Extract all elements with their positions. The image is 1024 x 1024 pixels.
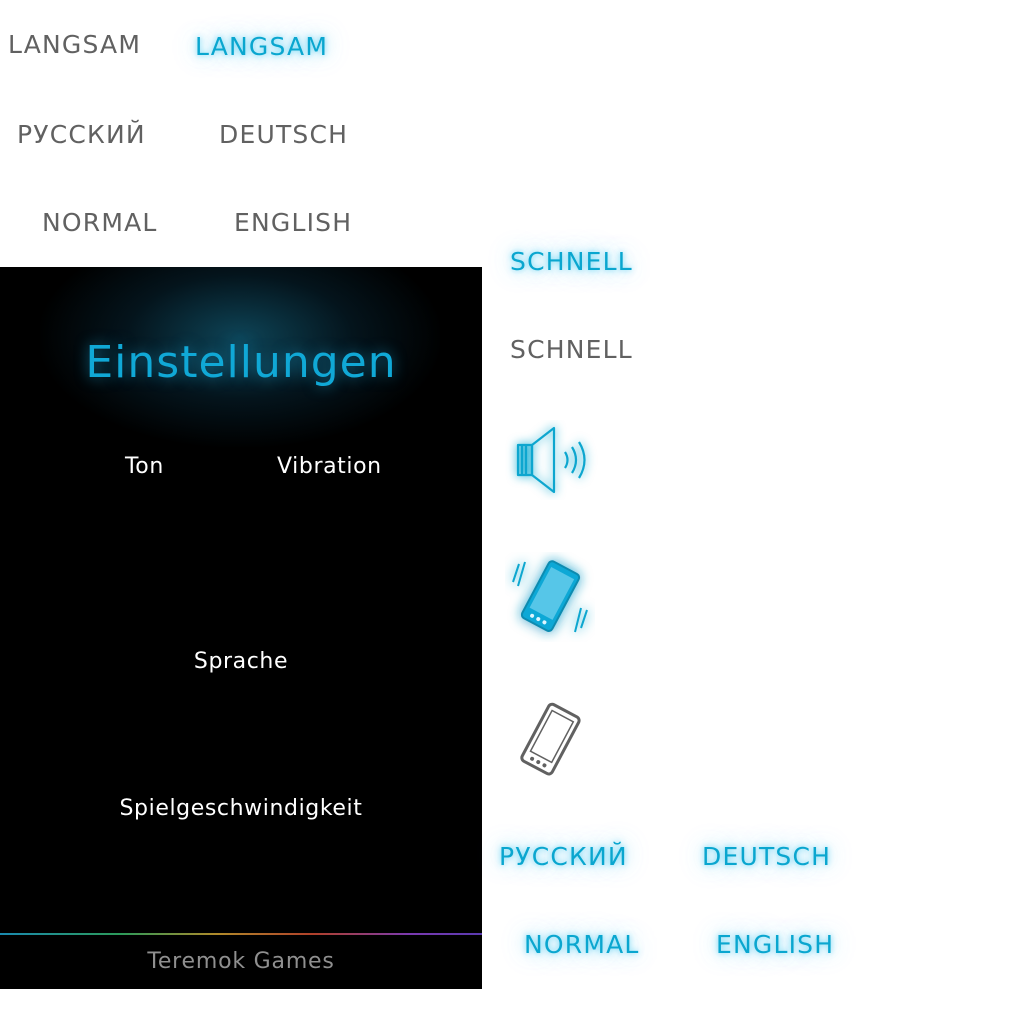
language-label: Sprache bbox=[193, 649, 289, 674]
settings-panel: Einstellungen Ton Vibration Sprache Spie… bbox=[0, 267, 482, 989]
language-russian-option-inactive[interactable]: РУССКИЙ bbox=[17, 120, 146, 149]
language-english-option-active[interactable]: ENGLISH bbox=[716, 930, 835, 959]
language-english-option-inactive[interactable]: ENGLISH bbox=[234, 208, 353, 237]
speed-slow-option-active[interactable]: LANGSAM bbox=[195, 32, 329, 61]
page-title: Einstellungen bbox=[85, 337, 397, 388]
title-glow bbox=[40, 267, 440, 447]
speaker-icon[interactable] bbox=[505, 420, 605, 500]
footer-brand: Teremok Games bbox=[147, 949, 335, 974]
speed-slow-option-inactive[interactable]: LANGSAM bbox=[8, 30, 142, 59]
speed-normal-option-inactive[interactable]: NORMAL bbox=[42, 208, 158, 237]
speed-fast-option-inactive[interactable]: SCHNELL bbox=[510, 335, 633, 364]
speed-fast-option-active[interactable]: SCHNELL bbox=[510, 247, 633, 276]
language-german-option-active[interactable]: DEUTSCH bbox=[702, 842, 832, 871]
sound-label: Ton bbox=[125, 454, 164, 479]
speed-normal-option-active[interactable]: NORMAL bbox=[524, 930, 640, 959]
vibration-label: Vibration bbox=[277, 454, 382, 479]
footer-divider bbox=[0, 933, 482, 935]
game-speed-label: Spielgeschwindigkeit bbox=[119, 796, 363, 821]
language-german-option-inactive[interactable]: DEUTSCH bbox=[219, 120, 349, 149]
vibrating-phone-icon[interactable] bbox=[505, 552, 595, 642]
language-russian-option-active[interactable]: РУССКИЙ bbox=[499, 842, 628, 871]
phone-icon[interactable] bbox=[505, 695, 595, 785]
